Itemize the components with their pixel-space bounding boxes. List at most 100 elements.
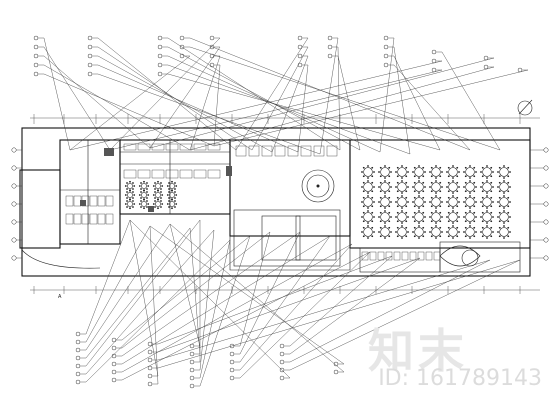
chair xyxy=(395,171,397,173)
partition xyxy=(151,143,165,151)
leader-line xyxy=(85,219,131,335)
chair xyxy=(422,226,425,229)
chair xyxy=(439,205,442,208)
chair xyxy=(146,182,148,184)
chair xyxy=(413,166,416,169)
chair xyxy=(384,222,386,224)
chair xyxy=(157,198,159,201)
chair xyxy=(463,201,465,203)
leader-line xyxy=(271,55,309,153)
chair xyxy=(509,171,511,173)
chair xyxy=(507,175,510,178)
round-table xyxy=(414,197,424,207)
callout-tag xyxy=(157,71,163,77)
chair xyxy=(439,181,442,184)
partition xyxy=(409,251,417,261)
chair xyxy=(435,195,437,197)
leader-line xyxy=(121,231,301,357)
round-table xyxy=(431,182,441,192)
round-table xyxy=(397,212,407,222)
chair xyxy=(175,185,178,187)
partition xyxy=(193,169,207,179)
chair xyxy=(384,180,386,182)
chair xyxy=(507,211,510,214)
chair xyxy=(429,216,431,218)
chair xyxy=(362,181,365,184)
chair xyxy=(384,165,386,167)
callout-tag xyxy=(383,35,389,41)
chair xyxy=(168,206,170,208)
chair xyxy=(458,201,460,203)
chair xyxy=(379,235,382,238)
chair xyxy=(452,177,454,179)
chair xyxy=(456,181,459,184)
chair xyxy=(160,182,162,184)
chair xyxy=(396,175,399,178)
chair xyxy=(441,231,443,233)
partition xyxy=(313,145,325,157)
chair xyxy=(503,225,505,227)
chair xyxy=(456,226,459,229)
chair xyxy=(464,211,467,214)
chair xyxy=(361,171,363,173)
chair xyxy=(464,175,467,178)
chair xyxy=(161,203,164,205)
chair xyxy=(373,186,375,188)
plan-details: A xyxy=(58,99,533,300)
chair xyxy=(367,195,369,197)
chair xyxy=(367,207,369,209)
chair xyxy=(378,186,380,188)
leader-line xyxy=(97,73,321,155)
callout-tag xyxy=(147,357,153,363)
chair xyxy=(378,171,380,173)
chair xyxy=(154,200,156,202)
chair xyxy=(446,216,448,218)
chair xyxy=(367,180,369,182)
chair xyxy=(464,190,467,193)
chair xyxy=(452,192,454,194)
chair xyxy=(140,200,142,202)
chair xyxy=(439,196,442,199)
callout-tag xyxy=(75,379,81,385)
chair xyxy=(140,197,142,199)
chair xyxy=(405,211,408,214)
chair xyxy=(371,235,374,238)
chair xyxy=(498,226,501,229)
grid-bubble xyxy=(11,183,17,189)
chair xyxy=(401,222,403,224)
chair xyxy=(395,201,397,203)
chair xyxy=(407,216,409,218)
chair xyxy=(456,220,459,223)
chair xyxy=(503,177,505,179)
chair xyxy=(481,205,484,208)
chair xyxy=(507,196,510,199)
chair xyxy=(126,182,128,184)
leader-line xyxy=(149,225,345,365)
leader-line xyxy=(167,64,411,155)
round-table xyxy=(363,197,373,207)
chair xyxy=(447,196,450,199)
leader-line xyxy=(149,225,159,385)
leader-line xyxy=(239,243,353,371)
chair xyxy=(439,226,442,229)
chair xyxy=(490,226,493,229)
chair xyxy=(418,225,420,227)
chair xyxy=(458,216,460,218)
leader-line xyxy=(121,251,371,381)
chair xyxy=(388,196,391,199)
callout-tag xyxy=(189,367,195,373)
chair xyxy=(464,166,467,169)
chair xyxy=(447,205,450,208)
chair xyxy=(439,211,442,214)
leader-line xyxy=(199,229,215,371)
round-table xyxy=(499,197,509,207)
round-table xyxy=(169,201,175,207)
chair xyxy=(388,175,391,178)
chair xyxy=(480,171,482,173)
round-table xyxy=(380,197,390,207)
chair xyxy=(424,171,426,173)
chair xyxy=(481,220,484,223)
chair xyxy=(418,195,420,197)
chair xyxy=(481,235,484,238)
chair xyxy=(435,222,437,224)
